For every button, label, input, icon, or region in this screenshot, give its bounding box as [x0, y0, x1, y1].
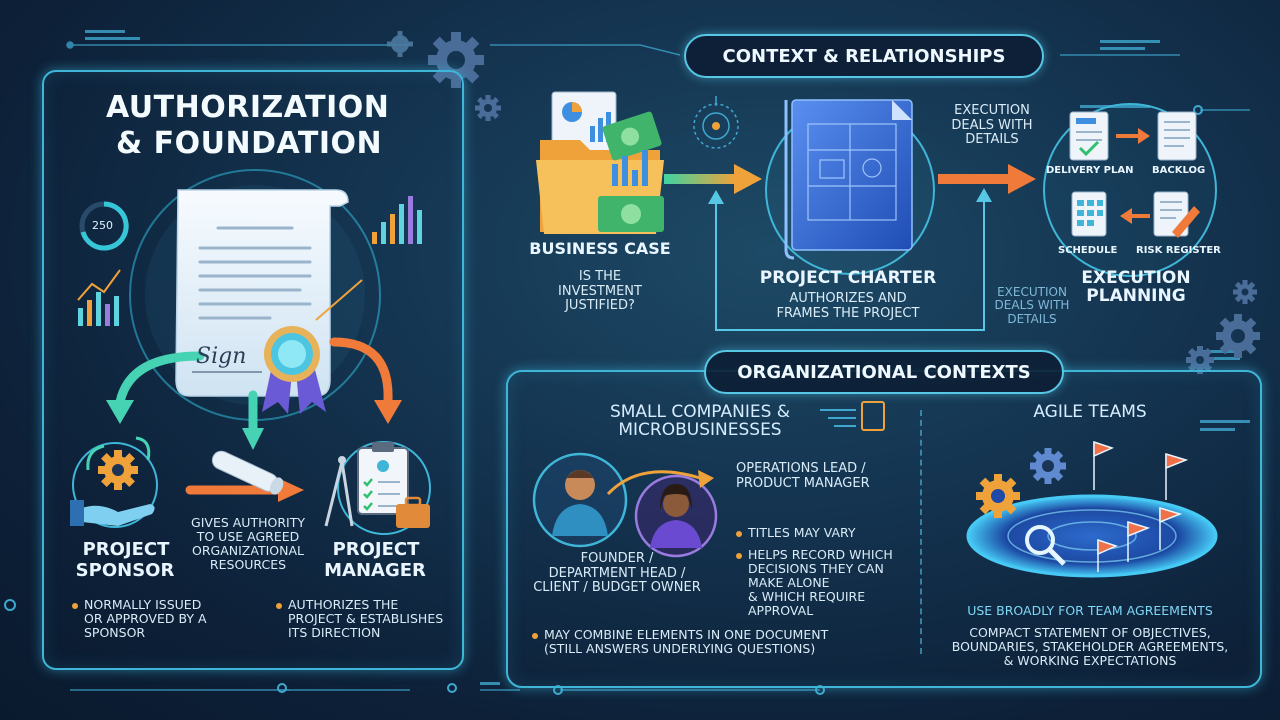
gauge-value: 250: [92, 219, 113, 232]
exec-note-top: EXECUTION DEALS WITH DETAILS: [951, 103, 1033, 148]
feedback-loop: [715, 198, 985, 331]
context-header: CONTEXT & RELATIONSHIPS: [684, 34, 1044, 78]
bar-chart-icon: [372, 196, 422, 244]
small-bullets: TITLES MAY VARY HELPS RECORD WHICH DECIS…: [736, 526, 916, 618]
bullet-dot: [736, 552, 742, 559]
manager-clipboard-icon: [324, 441, 431, 535]
operations-lead-avatar: [634, 474, 718, 558]
execution-planning-icon: [1043, 103, 1217, 277]
org-divider: [920, 410, 922, 654]
risk-register-label: RISK REGISTER: [1136, 245, 1221, 256]
sponsor-title-line2: SPONSOR: [75, 560, 175, 581]
manager-title-line1: PROJECT: [332, 539, 420, 560]
agile-platform-icon: [966, 440, 1218, 578]
target-icon: [693, 96, 739, 149]
panel-title-line1: AUTHORIZATION: [106, 90, 390, 125]
authority-note: GIVES AUTHORITY TO USE AGREED ORGANIZATI…: [191, 515, 305, 572]
role-arrow: [606, 470, 701, 496]
gauge-icon: [79, 201, 129, 251]
bullet-dot: [532, 632, 538, 639]
line-chart-icon: [77, 269, 121, 326]
charter-title: PROJECT CHARTER: [759, 268, 937, 288]
manager-note: AUTHORIZES THE PROJECT & ESTABLISHES ITS…: [276, 598, 456, 640]
project-charter-icon: [765, 99, 935, 275]
combine-note: MAY COMBINE ELEMENTS IN ONE DOCUMENT (ST…: [532, 628, 912, 656]
operations-lead-label: OPERATIONS LEAD / PRODUCT MANAGER: [736, 461, 870, 491]
agile-use-line: USE BROADLY FOR TEAM AGREEMENTS: [967, 603, 1213, 618]
document-icon: [820, 401, 885, 431]
signature: Sign: [196, 344, 247, 369]
execution-title: EXECUTION PLANNING: [1081, 268, 1191, 306]
authorization-panel: [42, 70, 464, 670]
org-header: ORGANIZATIONAL CONTEXTS: [704, 350, 1064, 394]
schedule-label: SCHEDULE: [1058, 245, 1118, 256]
risk-register-doc: [1153, 191, 1200, 238]
backlog-doc: [1157, 111, 1197, 161]
arrow-charter-to-execution: [938, 164, 1036, 194]
arrow-heads: [106, 400, 402, 502]
agile-description: COMPACT STATEMENT OF OBJECTIVES, BOUNDAR…: [951, 625, 1229, 668]
business-case-question: IS THE INVESTMENT JUSTIFIED?: [558, 269, 642, 314]
delivery-plan-doc: [1069, 111, 1109, 161]
rolled-scroll-icon: [211, 450, 284, 495]
business-case-folder-icon: [536, 91, 664, 234]
sponsor-title-line1: PROJECT: [82, 539, 170, 560]
panel-title-line2: & FOUNDATION: [116, 126, 383, 161]
gear-icon: [1186, 346, 1214, 374]
charter-subtitle: AUTHORIZES AND FRAMES THE PROJECT: [776, 291, 920, 321]
founder-avatar: [532, 452, 628, 548]
manager-title-line2: MANAGER: [324, 560, 426, 581]
arrow-case-to-charter: [664, 164, 762, 194]
gear-icon: [1216, 314, 1260, 358]
schedule-doc: [1071, 191, 1107, 237]
delivery-plan-label: DELIVERY PLAN: [1046, 165, 1134, 176]
exec-note-bottom: EXECUTION DEALS WITH DETAILS: [994, 285, 1070, 326]
backlog-label: BACKLOG: [1152, 165, 1206, 176]
bullet-dot: [276, 602, 282, 609]
seal-icon: [262, 326, 326, 414]
agile-title: AGILE TEAMS: [1033, 402, 1147, 422]
sponsor-hand-gear-icon: [70, 436, 158, 528]
sponsor-note: NORMALLY ISSUED OR APPROVED BY A SPONSOR: [72, 598, 242, 640]
gear-icon: [1233, 280, 1257, 304]
small-companies-title: SMALL COMPANIES & MICROBUSINESSES: [609, 402, 791, 440]
business-case-title: BUSINESS CASE: [529, 239, 671, 258]
gear-icon: [475, 95, 501, 121]
bullet-dot: [72, 602, 78, 609]
founder-label: FOUNDER / DEPARTMENT HEAD / CLIENT / BUD…: [533, 551, 701, 596]
gear-icon: [387, 31, 413, 57]
bullet-dot: [736, 530, 742, 537]
